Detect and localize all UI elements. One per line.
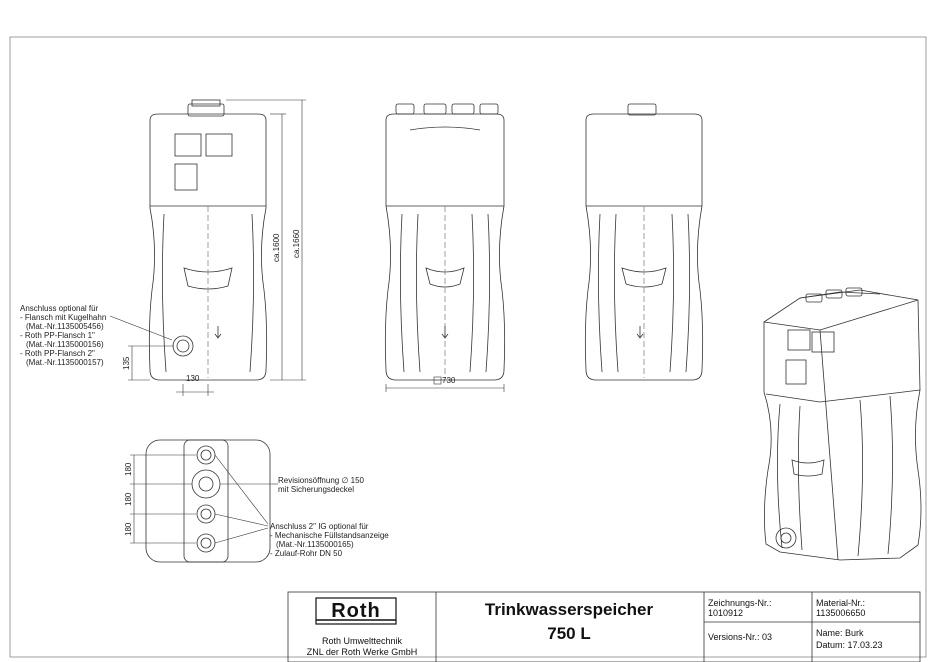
callout-line: - Roth PP-Flansch 1": [20, 331, 95, 340]
callout-line: (Mat.-Nr.1135000165): [276, 540, 354, 549]
drawing-frame: [9, 36, 927, 658]
callout-line: Anschluss optional für: [20, 304, 99, 313]
callout-line: (Mat.-Nr.1135005456): [26, 322, 104, 331]
callout-line: - Zulauf-Rohr DN 50: [270, 549, 343, 558]
top-dimensions: [130, 454, 278, 544]
callout-line: mit Sicherungsdeckel: [278, 485, 355, 494]
callout-line: Revisionsöffnung ∅ 150: [278, 476, 364, 485]
drawing-subtitle: 750 L: [547, 624, 591, 643]
callout-line: Anschluss 2" IG optional für: [270, 522, 369, 531]
dim-height-1600: ca.1600: [272, 233, 281, 262]
callout-revision: Revisionsöffnung ∅ 150 mit Sicherungsdec…: [278, 476, 364, 494]
top-view: [145, 439, 271, 563]
dim-width-730: 730: [442, 376, 456, 385]
callout-line: (Mat.-Nr.1135000157): [26, 358, 104, 367]
callout-line: - Flansch mit Kugelhahn: [20, 313, 107, 322]
drawing-title: Trinkwasserspeicher: [484, 600, 654, 619]
side-dimensions: [385, 376, 505, 392]
callout-line: - Mechanische Füllstandsanzeige: [270, 531, 389, 540]
name-label: Name: Burk: [816, 628, 864, 638]
front-view: [148, 99, 268, 381]
side-view: [384, 103, 506, 381]
isometric-view: [763, 287, 922, 561]
drawing-no-label: Zeichnungs-Nr.:: [708, 598, 772, 608]
svg-text:Roth: Roth: [331, 600, 381, 622]
date-label: Datum: 17.03.23: [816, 640, 883, 650]
title-block: Roth Umwelttechnik ZNL der Roth Werke Gm…: [288, 592, 920, 662]
dim-top-180-a: 180: [124, 462, 133, 476]
callout-line: - Roth PP-Flansch 2": [20, 349, 95, 358]
company-line1: Roth Umwelttechnik: [321, 636, 403, 646]
dim-top-180-c: 180: [124, 522, 133, 536]
material-no-label: Material-Nr.:: [816, 598, 866, 608]
rear-view: [584, 103, 704, 381]
callout-line: (Mat.-Nr.1135000156): [26, 340, 104, 349]
front-dimensions: [109, 99, 306, 396]
dim-height-1660: ca.1660: [292, 229, 301, 258]
callout-connection-2in: Anschluss 2" IG optional für - Mechanisc…: [270, 522, 389, 558]
version-label: Versions-Nr.: 03: [708, 632, 773, 642]
dim-bottom-130: 130: [186, 374, 200, 383]
title-block-grid: [287, 591, 921, 662]
company-line2: ZNL der Roth Werke GmbH: [306, 647, 418, 657]
material-no-value: 1135006650: [816, 608, 866, 618]
dim-top-180-b: 180: [124, 492, 133, 506]
drawing-no-value: 1010912: [708, 608, 744, 618]
roth-logo: Roth: [315, 597, 397, 625]
dim-side-135: 135: [122, 356, 131, 370]
callout-connection-left: Anschluss optional für - Flansch mit Kug…: [20, 304, 106, 367]
